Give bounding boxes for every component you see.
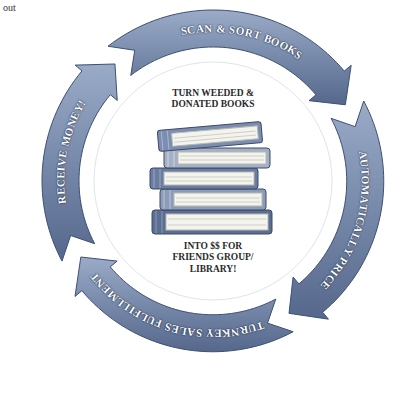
arrow-shape (42, 64, 117, 261)
center-circle: TURN WEEDED & DONATED BOOKS INTO $$ FOR F… (93, 61, 333, 301)
arrow-outline (40, 62, 119, 263)
letter: A (186, 326, 195, 338)
letter: A (195, 23, 204, 35)
letter: N (231, 326, 240, 338)
letter: I (55, 166, 66, 171)
letter: S (195, 327, 202, 339)
center-heading: TURN WEEDED & DONATED BOOKS (163, 88, 263, 111)
book (164, 148, 270, 168)
arrow-outline (287, 99, 386, 321)
letter: O (360, 176, 371, 185)
letter (202, 328, 205, 339)
letter: A (357, 150, 369, 160)
step-label: RECEIVE MONEY! (40, 62, 119, 263)
letter: R (56, 195, 68, 204)
cycle-step-arrow: RECEIVE MONEY! (40, 62, 119, 263)
letter: C (187, 24, 196, 36)
letter: A (358, 195, 370, 204)
letter: K (222, 327, 232, 339)
letter (213, 23, 216, 34)
book (160, 189, 266, 210)
letter: T (359, 168, 370, 176)
letter: N (204, 23, 212, 34)
arrow-shape (289, 101, 384, 319)
step-label: TURNKEY SALES FULFILLMENT (73, 255, 295, 354)
book (152, 210, 272, 234)
letter: Y (206, 328, 214, 339)
letter: & (216, 23, 226, 34)
center-caption: INTO $$ FOR FRIENDS GROUP/ LIBRARY! (163, 241, 263, 275)
letter: E (55, 171, 66, 179)
step-label: AUTOMATICALLY PRICE (287, 99, 386, 321)
letter: R (239, 324, 249, 336)
letter: V (56, 157, 68, 166)
letter: M (359, 185, 371, 196)
cropped-text: out (3, 3, 16, 13)
arrow-shape (75, 257, 293, 352)
letter: S (229, 24, 236, 36)
cycle-step-arrow: TURNKEY SALES FULFILLMENT (73, 255, 295, 354)
letter: C (55, 179, 66, 187)
book (150, 168, 258, 189)
letter: E (214, 328, 222, 339)
letter: T (252, 29, 262, 42)
book (157, 122, 262, 152)
letter: U (359, 159, 371, 168)
cycle-step-arrow: AUTOMATICALLY PRICE (287, 99, 386, 321)
letter: E (57, 149, 69, 158)
arrow-outline (73, 255, 295, 354)
center-circle-shape (94, 62, 332, 300)
letter: E (55, 187, 66, 195)
